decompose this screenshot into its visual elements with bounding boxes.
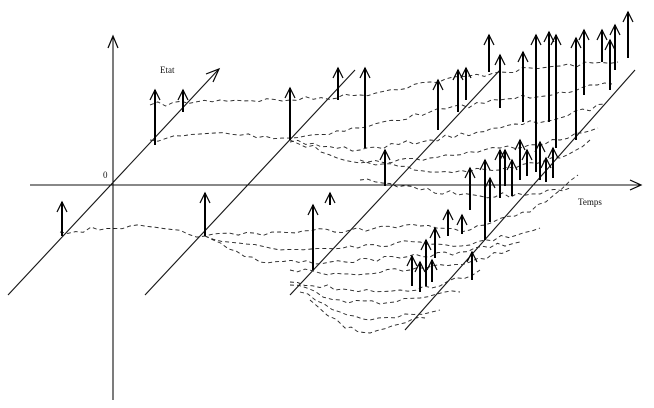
event-arrow-25 (479, 158, 491, 240)
event-arrow-40 (466, 250, 478, 280)
event-arrow-18 (604, 38, 616, 90)
event-arrow-8 (460, 66, 472, 100)
event-arrow-20 (622, 10, 634, 58)
event-arrow-42 (414, 260, 426, 292)
event-arrow-37 (547, 146, 559, 178)
event-arrow-1 (177, 88, 189, 112)
event-arrow-11 (517, 50, 529, 122)
state-axis-0-arrowhead (205, 67, 221, 83)
event-arrow-21 (56, 200, 68, 236)
event-arrow-17 (596, 28, 608, 62)
vertical-axis-arrowhead (107, 34, 119, 49)
event-arrow-3 (332, 66, 344, 100)
trajectory-6 (204, 227, 541, 251)
event-arrow-38 (521, 148, 533, 176)
trajectory-3 (289, 127, 599, 164)
origin-label: 0 (103, 170, 108, 180)
event-arrow-10 (494, 53, 506, 108)
event-arrow-6 (432, 78, 444, 130)
event-arrow-33 (506, 158, 518, 196)
event-arrow-41 (426, 258, 438, 282)
trajectory-9 (289, 269, 481, 293)
event-arrow-31 (484, 176, 496, 222)
event-arrow-5 (379, 148, 391, 186)
trajectories-group (59, 61, 619, 334)
event-arrow-16 (578, 28, 590, 95)
event-arrow-26 (464, 166, 476, 210)
state-axis-2 (289, 69, 501, 296)
event-arrows-group (56, 10, 634, 292)
time-axis-arrowhead (629, 179, 643, 191)
event-arrow-0 (149, 88, 161, 145)
trajectory-12 (309, 299, 426, 334)
state-axis-1 (144, 69, 356, 296)
event-arrow-9 (483, 33, 495, 72)
trajectory-10 (289, 284, 461, 305)
event-arrow-24 (324, 191, 336, 205)
trajectory-7 (204, 235, 521, 265)
trajectory-8 (289, 249, 511, 276)
trajectory-11 (299, 291, 441, 321)
time-axis-label: Temps (578, 197, 602, 207)
event-arrow-22 (199, 191, 211, 236)
event-arrow-2 (284, 86, 296, 140)
event-arrow-15 (570, 36, 582, 140)
event-arrow-28 (429, 226, 441, 258)
state-axes-group (7, 67, 636, 331)
event-arrow-29 (420, 238, 432, 286)
event-arrow-34 (514, 138, 526, 180)
state-axis-label: Etat (160, 65, 175, 75)
event-arrow-4 (359, 66, 371, 148)
state-axis-3 (404, 69, 636, 331)
event-arrow-35 (534, 140, 546, 180)
event-arrow-43 (406, 254, 418, 286)
event-arrow-27 (442, 208, 454, 236)
event-arrow-12 (543, 30, 555, 122)
event-arrow-39 (499, 148, 511, 186)
trajectory-13 (359, 178, 571, 199)
event-arrow-30 (456, 213, 468, 234)
trajectory-2 (289, 103, 606, 152)
event-arrow-32 (494, 148, 506, 198)
event-arrow-14 (550, 33, 562, 148)
event-arrow-23 (307, 203, 319, 270)
event-arrow-19 (609, 23, 621, 70)
event-arrow-36 (540, 156, 552, 182)
trajectory-0 (149, 61, 619, 107)
